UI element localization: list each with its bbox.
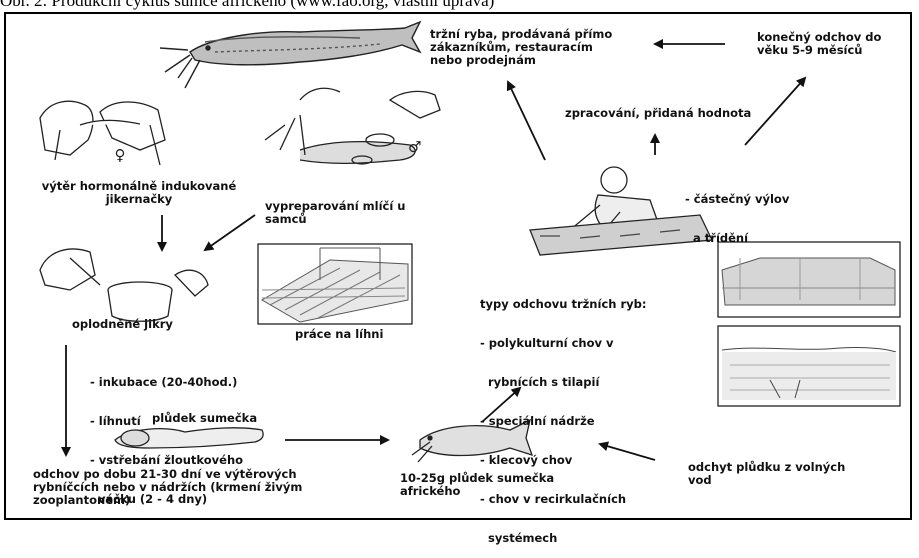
- label-milt-extraction: vypreparování mlíčí u samců: [265, 200, 405, 226]
- label-larva: plůdek sumečka: [152, 412, 257, 425]
- label-grow-out-types: typy odchovu tržních ryb: - polykulturní…: [480, 272, 646, 558]
- arrow-worker-to-final-rearing: [745, 78, 805, 145]
- hatchery-photo: [258, 244, 412, 324]
- adult-catfish-illustration: [160, 22, 420, 88]
- label-fertilized-eggs: oplodněné jikry: [72, 318, 173, 331]
- pond-photo: [718, 326, 900, 406]
- label-hatchery-work: práce na líhni: [295, 328, 383, 341]
- arrow-milt-to-eggs: [205, 215, 255, 250]
- female-symbol: ♀: [115, 146, 126, 164]
- label-stripping-female: výtěr hormonálně indukované jikernačky: [14, 180, 264, 206]
- label-nursing: odchov po dobu 21-30 dní ve výtěrových r…: [33, 468, 302, 507]
- arrow-worker-to-market: [508, 82, 545, 160]
- fertilized-eggs-illustration: [40, 249, 208, 321]
- label-market-fish: tržní ryba, prodávaná přímo zákazníkům, …: [430, 28, 612, 67]
- label-partial-harvest: - částečný výlov a třídění: [685, 167, 789, 258]
- male-symbol: ♂: [408, 138, 421, 156]
- label-processing: zpracování, přidaná hodnota: [565, 107, 751, 120]
- label-wild-catch: odchyt plůdku z volných vod: [688, 461, 845, 487]
- label-fingerling: 10-25g plůdek sumečka afrického: [400, 472, 554, 498]
- female-stripping-illustration: [40, 101, 165, 165]
- label-final-rearing: konečný odchov do věku 5-9 měsíců: [757, 31, 881, 57]
